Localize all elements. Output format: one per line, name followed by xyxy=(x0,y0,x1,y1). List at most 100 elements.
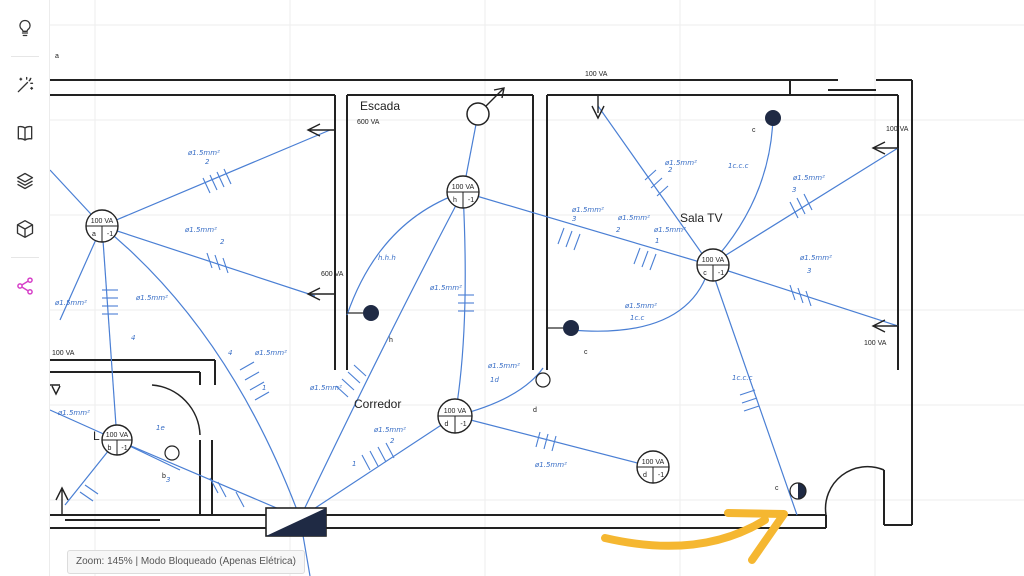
label-conductor: ø1.5mm² xyxy=(187,149,220,157)
switch-label: c xyxy=(584,349,588,356)
tool-lightbulb[interactable] xyxy=(7,10,43,46)
switch-point xyxy=(563,320,579,336)
room-label-escada: Escada xyxy=(360,99,400,113)
label-conductor: ø1.5mm² xyxy=(487,362,520,370)
lightbulb-icon xyxy=(18,19,31,37)
lamp-circuit: -1 xyxy=(107,231,113,238)
switch-label: c xyxy=(775,485,779,492)
floor-plan: ø1.5mm² 2 ø1.5mm² 2 ø1.5mm² 2 ø1.5mm² 3 … xyxy=(50,0,1024,576)
switch-label: a xyxy=(55,53,59,60)
label-conductor: ø1.5mm² xyxy=(534,461,567,469)
lamp-circuit: -1 xyxy=(468,197,474,204)
layers-icon xyxy=(16,172,33,190)
book-icon xyxy=(17,125,32,141)
left-toolbar xyxy=(0,0,50,576)
half-outlet xyxy=(789,482,807,500)
lamp-circuit: -1 xyxy=(718,270,724,277)
label-conductor: ø1.5mm² xyxy=(664,159,697,167)
label-conductor: ø1.5mm² xyxy=(571,206,604,214)
room-label-corredor: Corredor xyxy=(354,397,401,411)
power-label-mid: 600 VA xyxy=(321,271,344,278)
switch-point xyxy=(363,305,379,321)
lamp-power: 100 VA xyxy=(444,408,467,415)
lamp-circuit: -1 xyxy=(658,472,664,479)
power-label-top: 100 VA xyxy=(585,71,608,78)
label-circuit: 2 xyxy=(616,226,621,234)
switch-label: c xyxy=(752,127,756,134)
label-circuit: 1 xyxy=(655,237,659,245)
switch-label: d xyxy=(533,407,537,414)
lamp-power: 100 VA xyxy=(642,459,665,466)
label-circuit: h.h.h xyxy=(378,254,396,262)
distribution-panel[interactable] xyxy=(265,507,327,537)
conductor-labels: ø1.5mm² 2 ø1.5mm² 2 ø1.5mm² 2 ø1.5mm² 3 … xyxy=(54,149,832,484)
door-arc-lower xyxy=(151,384,201,436)
lamp-switch: h xyxy=(453,197,457,204)
tool-cube[interactable] xyxy=(7,211,43,247)
label-conductor: ø1.5mm² xyxy=(135,294,168,302)
status-bar: Zoom: 145% | Modo Bloqueado (Apenas Elét… xyxy=(67,550,305,574)
label-circuit: 3 xyxy=(166,476,170,484)
label-conductor: ø1.5mm² xyxy=(799,254,832,262)
label-conductor: ø1.5mm² xyxy=(429,284,462,292)
label-circuit: 1 xyxy=(352,460,356,468)
lamp-lamp-sala[interactable]: 100 VAc-1 xyxy=(696,248,730,282)
lamp-power: 100 VA xyxy=(91,218,114,225)
lamp-power: 100 VA xyxy=(702,257,725,264)
label-circuit: 2 xyxy=(390,437,395,445)
door-arc-right xyxy=(824,465,885,516)
label-circuit: 2 xyxy=(668,166,673,174)
label-conductor: ø1.5mm² xyxy=(254,349,287,357)
magic-wand-icon xyxy=(17,76,33,93)
lamp-lamp-lower-left[interactable]: 100 VAb-1 xyxy=(101,424,133,456)
switch-label: b xyxy=(162,473,166,480)
power-label-top-right: 100 VA xyxy=(886,126,909,133)
label-conductor: ø1.5mm² xyxy=(309,384,342,392)
switch-label: h xyxy=(389,337,393,344)
walls xyxy=(50,79,913,529)
lamp-circuit: -1 xyxy=(460,421,466,428)
label-circuit: 2 xyxy=(205,158,210,166)
label-circuit: 3 xyxy=(807,267,811,275)
lamp-power: 100 VA xyxy=(106,432,129,439)
conductor-ticks xyxy=(79,168,813,508)
label-circuit: 1c.c.c xyxy=(732,374,753,382)
tool-book[interactable] xyxy=(7,115,43,151)
label-conductor: ø1.5mm² xyxy=(57,409,90,417)
lamp-lamp-lower-right[interactable]: 100 VA d -1 xyxy=(636,450,670,484)
tool-magic-wand[interactable] xyxy=(7,67,43,103)
tool-layers[interactable] xyxy=(7,163,43,199)
lamp-lamp-left[interactable]: 100 VAa-1 xyxy=(85,209,119,243)
switch-points xyxy=(164,102,807,500)
label-circuit: 3 xyxy=(572,215,576,223)
lamp-switch: d xyxy=(445,421,449,428)
wall-outlet xyxy=(535,372,551,388)
power-label-escada: 600 VA xyxy=(357,119,380,126)
label-conductor: ø1.5mm² xyxy=(653,226,686,234)
label-conductor: ø1.5mm² xyxy=(624,302,657,310)
lamp-lamp-escada[interactable]: 100 VAh-1 xyxy=(446,175,480,209)
label-circuit: 1c.c xyxy=(630,314,645,322)
label-circuit: 1 xyxy=(262,384,266,392)
room-label-partial: L xyxy=(93,429,100,443)
background-grid xyxy=(50,0,1024,576)
label-circuit: 1e xyxy=(156,424,165,432)
label-conductor: ø1.5mm² xyxy=(792,174,825,182)
wall-fixture xyxy=(466,102,490,126)
power-label-left: 100 VA xyxy=(52,350,75,357)
lamp-switch: d xyxy=(643,472,647,479)
cube-icon xyxy=(16,220,33,238)
label-conductor: ø1.5mm² xyxy=(54,299,87,307)
label-conductor: ø1.5mm² xyxy=(373,426,406,434)
floor-plan-canvas[interactable]: ø1.5mm² 2 ø1.5mm² 2 ø1.5mm² 2 ø1.5mm² 3 … xyxy=(50,0,1024,576)
lamp-switch: b xyxy=(108,445,112,452)
label-circuit: 4 xyxy=(228,349,232,357)
label-circuit: 1c.c.c xyxy=(728,162,749,170)
lamp-lamp-corredor[interactable]: 100 VA d -1 xyxy=(437,398,473,434)
tool-share-nodes[interactable] xyxy=(7,268,43,304)
switch-point xyxy=(765,110,781,126)
highlight-arrow-icon xyxy=(601,509,788,564)
label-circuit: 3 xyxy=(792,186,796,194)
room-label-sala-tv: Sala TV xyxy=(680,211,722,225)
